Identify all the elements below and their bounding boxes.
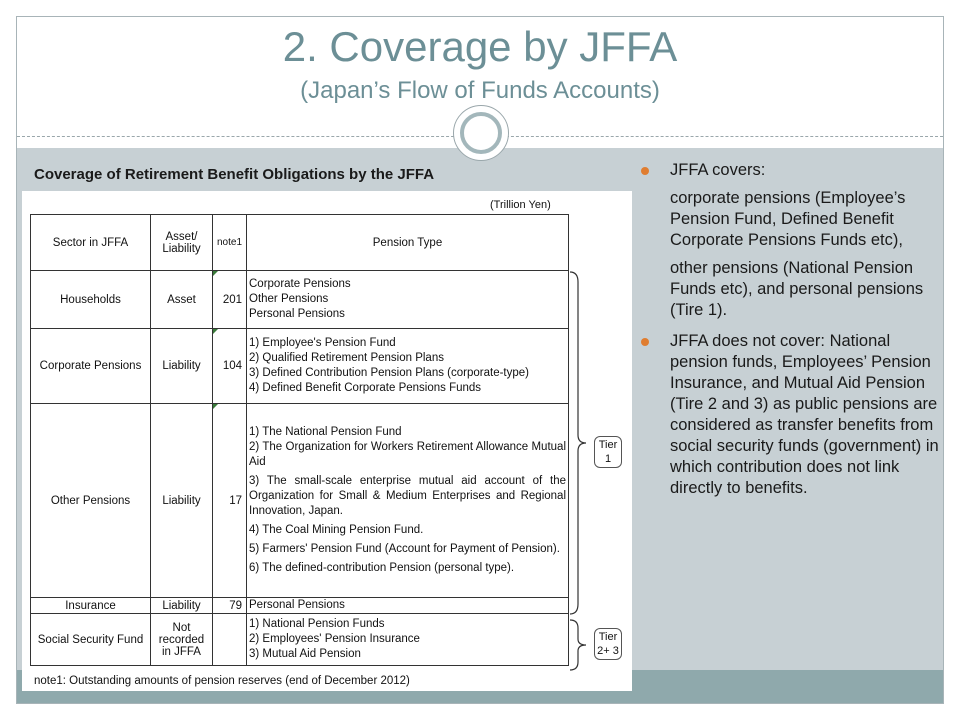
pension-type-item: 6) The defined-contribution Pension (per… [249,562,515,574]
pension-type-item: 1) The National Pension Fund [249,426,402,438]
asset-liability-cell: Not recorded in JFFA [150,613,213,666]
tier23-brace-icon [569,619,587,671]
table-row: Other Pensions Liability 17 1) The Natio… [30,403,569,598]
tier1-brace-icon [569,271,587,615]
table-row: Social Security Fund Not recorded in JFF… [30,613,569,666]
amount-cell: 79 [212,597,247,614]
pension-type-item: 3) Defined Contribution Pension Plans (c… [249,367,529,379]
pension-type-item: 4) Defined Benefit Corporate Pensions Fu… [249,382,482,394]
tier1-label: Tier 1 [594,436,622,468]
cell-note-marker-icon [213,329,218,334]
table-row: Households Asset 201 Corporate Pensions … [30,270,569,329]
pension-type-item: 2) Employees' Pension Insurance [249,633,420,645]
table-header-row: Sector in JFFA Asset/ Liability note1 Pe… [30,214,569,271]
pension-type-item: 3) The small-scale enterprise mutual aid… [249,475,566,517]
pension-type-item: 1) National Pension Funds [249,618,385,630]
tier23-label: Tier 2+ 3 [594,628,622,660]
sector-cell: Insurance [30,597,151,614]
pension-type-item: 2) The Organization for Workers Retireme… [249,441,566,468]
pension-type-item: 5) Farmers' Pension Fund (Account for Pa… [249,543,560,555]
pension-type-cell: Personal Pensions [246,597,569,614]
header-sector: Sector in JFFA [30,214,151,271]
decorative-ring-icon [460,112,502,154]
bullet-item: JFFA does not cover: National pension fu… [640,331,940,499]
asset-liability-cell: Asset [150,270,213,329]
table-row: Corporate Pensions Liability 104 1) Empl… [30,328,569,404]
coverage-table: Sector in JFFA Asset/ Liability note1 Pe… [30,214,569,666]
cell-note-marker-icon [213,404,218,409]
slide-subtitle: (Japan’s Flow of Funds Accounts) [300,77,660,104]
header-asset-liability: Asset/ Liability [150,214,213,271]
pension-type-item: 3) Mutual Aid Pension [249,648,361,660]
asset-liability-cell: Liability [150,403,213,598]
sector-cell: Other Pensions [30,403,151,598]
table-caption: Coverage of Retirement Benefit Obligatio… [34,166,435,183]
bullet-subparagraph: corporate pensions (Employee’s Pension F… [670,189,906,249]
pension-type-item: 1) Employee's Pension Fund [249,337,396,349]
pension-type-cell: 1) The National Pension Fund 2) The Orga… [246,403,569,598]
bullet-dot-icon [641,167,649,175]
pension-type-item: 4) The Coal Mining Pension Fund. [249,524,424,536]
pension-type-item: 2) Qualified Retirement Pension Plans [249,352,444,364]
amount-cell: 201 [212,270,247,329]
table-footnote: note1: Outstanding amounts of pension re… [34,675,410,687]
pension-type-item: Other Pensions [249,293,329,305]
header-pension-type: Pension Type [246,214,569,271]
bullet-subparagraph: other pensions (National Pension Funds e… [670,259,924,319]
pension-type-item: Corporate Pensions [249,278,351,290]
amount-cell: 104 [212,328,247,404]
bullet-item: JFFA covers: [640,160,940,181]
sector-cell: Households [30,270,151,329]
sector-cell: Corporate Pensions [30,328,151,404]
bullet-list: JFFA covers: corporate pensions (Employe… [640,160,940,499]
pension-type-cell: Corporate Pensions Other Pensions Person… [246,270,569,329]
amount-cell [212,613,247,666]
pension-type-item: Personal Pensions [249,308,345,320]
bullet-dot-icon [641,338,649,346]
slide-title: 2. Coverage by JFFA [282,23,678,70]
pension-type-item: Personal Pensions [249,599,345,611]
header-note: note1 [212,214,247,271]
pension-type-cell: 1) National Pension Funds 2) Employees' … [246,613,569,666]
asset-liability-cell: Liability [150,597,213,614]
unit-note: (Trillion Yen) [490,199,551,211]
asset-liability-cell: Liability [150,328,213,404]
pension-type-cell: 1) Employee's Pension Fund 2) Qualified … [246,328,569,404]
cell-note-marker-icon [213,271,218,276]
amount-cell: 17 [212,403,247,598]
table-row: Insurance Liability 79 Personal Pensions [30,597,569,614]
sector-cell: Social Security Fund [30,613,151,666]
